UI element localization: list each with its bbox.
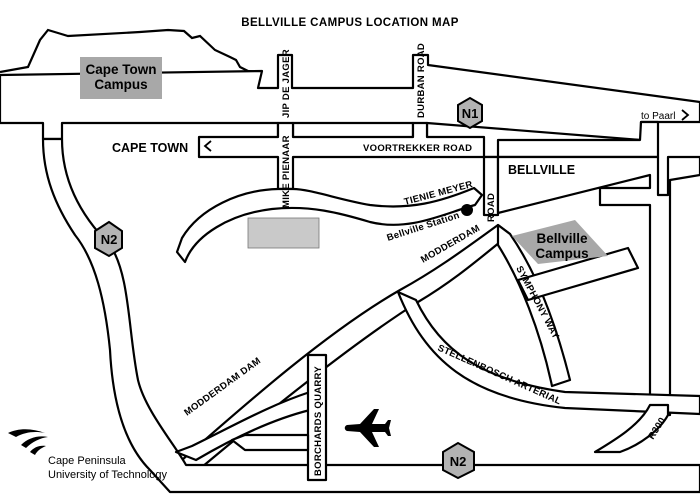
table-mountain-outline: [0, 28, 263, 74]
chevron-right-icon: [681, 109, 690, 121]
airplane-icon: [344, 409, 391, 447]
cput-logo: Cape Peninsula University of Technology: [8, 429, 168, 481]
label-borchards-quarry: BORCHARDS QUARRY: [313, 366, 324, 476]
road-r300: [593, 403, 670, 454]
label-bellville: BELLVILLE: [508, 163, 575, 177]
label-road: ROAD: [486, 193, 497, 222]
label-jip-de-jager: JIP DE JAGER: [281, 49, 292, 118]
logo-text-line1: Cape Peninsula: [48, 455, 127, 467]
n2-shield-west: N2: [94, 220, 123, 258]
bellville-campus-label-1: Bellville: [536, 231, 588, 246]
svg-text:N2: N2: [450, 454, 467, 469]
road-stellenbosch-arterial: [396, 290, 700, 416]
bellville-station-dot[interactable]: [461, 204, 473, 216]
svg-text:N1: N1: [462, 106, 479, 121]
label-cape-town: CAPE TOWN: [112, 141, 188, 155]
cape-town-campus-label-1: Cape Town: [85, 62, 156, 77]
map-title: BELLVILLE CAMPUS LOCATION MAP: [241, 17, 459, 29]
road-mike-pienaar-tienie-meyer: [175, 186, 484, 264]
n2-shield-south: N2: [442, 441, 475, 480]
road-bellville-east: [496, 155, 700, 417]
road-campus-access: [516, 246, 640, 302]
label-durban-road: DURBAN ROAD: [416, 43, 427, 118]
swoosh-icon: [8, 429, 45, 437]
label-to-paarl: to Paarl: [641, 111, 675, 122]
bellville-campus-label-2: Campus: [535, 246, 588, 261]
svg-text:N2: N2: [101, 232, 118, 247]
chevron-left-icon: [203, 140, 212, 152]
label-voortrekker-road: VOORTREKKER ROAD: [363, 143, 472, 154]
cape-town-campus-area[interactable]: [80, 57, 162, 99]
n1-shield: N1: [457, 96, 483, 130]
cape-town-campus-label-2: Campus: [94, 77, 147, 92]
bellville-campus-area[interactable]: [512, 220, 608, 264]
label-mike-pienaar: MIKE PIENAAR: [281, 135, 292, 208]
logo-text-line2: University of Technology: [48, 469, 168, 481]
road-symphony-way: [496, 223, 572, 388]
road-local-loop: [230, 433, 310, 452]
road-durban-south: [482, 155, 500, 217]
grey-block: [247, 217, 320, 249]
